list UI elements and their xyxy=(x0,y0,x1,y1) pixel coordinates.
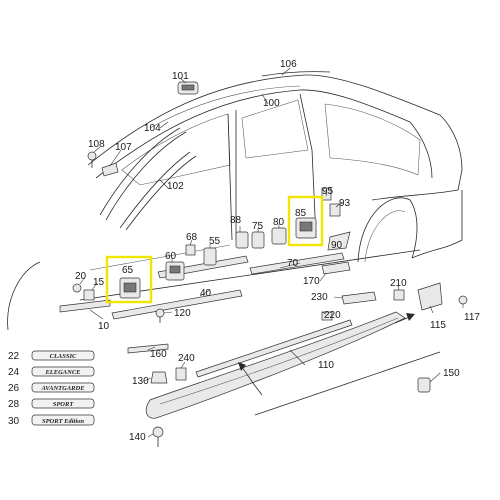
badge-number: 26 xyxy=(8,383,20,394)
part-label-55: 55 xyxy=(209,236,221,247)
part-label-100: 100 xyxy=(263,98,280,109)
part-label-68: 68 xyxy=(186,232,198,243)
part-label-85: 85 xyxy=(295,208,307,219)
part-label-170: 170 xyxy=(303,276,320,287)
badge-number: 28 xyxy=(8,399,20,410)
badge-emblem-text: CLASSIC xyxy=(50,353,77,360)
part-label-101: 101 xyxy=(172,71,189,82)
part-label-70: 70 xyxy=(287,258,299,269)
badge-emblem-text: AVANTGARDE xyxy=(40,385,85,392)
part-label-108: 108 xyxy=(88,139,105,150)
arrows xyxy=(238,313,415,396)
part-label-75: 75 xyxy=(252,221,264,232)
part-label-93: 93 xyxy=(339,198,351,209)
part-label-88: 88 xyxy=(230,215,242,226)
part-label-80: 80 xyxy=(273,217,285,228)
part-label-20: 20 xyxy=(75,271,87,282)
car-body-outline xyxy=(7,71,463,331)
part-label-230: 230 xyxy=(311,292,328,303)
rocker-panel xyxy=(145,311,441,419)
part-label-220: 220 xyxy=(324,310,341,321)
part-label-106: 106 xyxy=(280,59,297,70)
badge-plate xyxy=(31,350,95,361)
part-label-210: 210 xyxy=(390,278,407,289)
part-label-240: 240 xyxy=(178,353,195,364)
badge-number: 30 xyxy=(8,416,20,427)
part-label-107: 107 xyxy=(115,142,132,153)
part-label-160: 160 xyxy=(150,349,167,360)
badge-plate xyxy=(31,382,95,393)
badge-legend: 22 CLASSIC 24 ELEGANCE 26 AVANTGARDE 28 … xyxy=(8,350,95,427)
part-label-120: 120 xyxy=(174,308,191,319)
part-label-60: 60 xyxy=(165,251,177,262)
badge-emblem-text: SPORT xyxy=(53,401,75,408)
part-label-130: 130 xyxy=(132,376,149,387)
part-labels: 101 106 100 104 108 107 102 95 93 85 80 … xyxy=(75,59,480,443)
badge-number: 24 xyxy=(8,367,20,378)
part-label-104: 104 xyxy=(144,123,161,134)
part-label-115: 115 xyxy=(430,320,446,331)
part-label-110: 110 xyxy=(318,360,334,371)
badge-emblem-text: ELEGANCE xyxy=(44,369,81,376)
part-label-65: 65 xyxy=(122,265,134,276)
part-label-90: 90 xyxy=(331,240,343,251)
badge-emblem-text: SPORT Edition xyxy=(42,418,84,425)
part-label-150: 150 xyxy=(443,368,460,379)
badge-plate xyxy=(31,414,95,426)
badge-plate xyxy=(31,398,95,409)
highlight-box-85 xyxy=(287,195,324,247)
highlight-box-65 xyxy=(105,255,153,304)
part-label-95: 95 xyxy=(322,186,334,197)
leader-lines xyxy=(79,67,464,438)
part-label-15: 15 xyxy=(93,277,105,288)
badge-number: 22 xyxy=(8,351,20,362)
badge-plate xyxy=(31,366,95,377)
part-label-40: 40 xyxy=(200,288,212,299)
part-label-140: 140 xyxy=(129,432,146,443)
part-label-10: 10 xyxy=(98,321,110,332)
part-label-102: 102 xyxy=(167,181,184,192)
part-label-117: 117 xyxy=(464,312,480,323)
